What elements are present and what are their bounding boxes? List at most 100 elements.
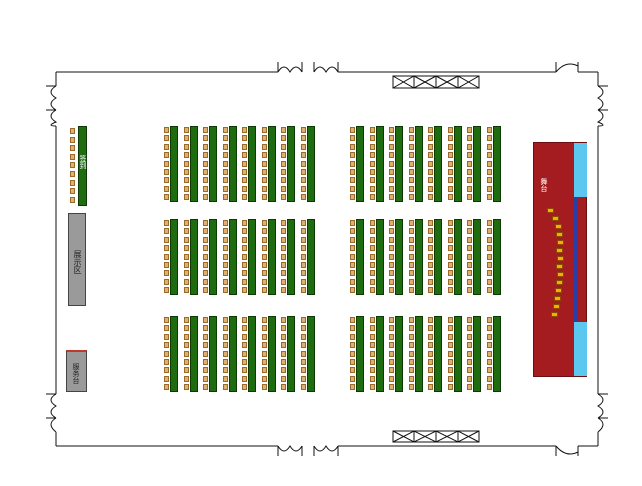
- chair: [389, 169, 394, 175]
- chair: [467, 152, 472, 159]
- chair: [389, 384, 394, 391]
- chair: [164, 160, 169, 167]
- table: [170, 126, 178, 202]
- chair: [164, 325, 169, 332]
- chair: [389, 342, 394, 349]
- chair: [242, 270, 247, 277]
- exhibit-area: [68, 213, 86, 306]
- chair: [261, 194, 267, 201]
- chair: [281, 375, 286, 382]
- chair: [369, 287, 375, 294]
- chair: [389, 194, 394, 201]
- chair: [369, 177, 375, 184]
- chair: [164, 194, 169, 201]
- chair: [261, 262, 267, 268]
- chair: [261, 270, 267, 277]
- chair: [222, 228, 228, 235]
- chair: [486, 236, 492, 243]
- chair: [222, 245, 228, 252]
- chair: [369, 325, 375, 332]
- chair: [222, 135, 228, 142]
- chair: [261, 185, 267, 192]
- chair: [408, 152, 414, 159]
- chair: [389, 287, 394, 294]
- chair: [447, 127, 453, 133]
- chair: [467, 375, 472, 382]
- chair: [350, 325, 355, 332]
- chair: [408, 384, 414, 391]
- chair: [369, 359, 375, 365]
- chair: [389, 367, 394, 374]
- chair: [203, 152, 208, 159]
- chair: [164, 220, 169, 226]
- chair: [183, 367, 189, 374]
- chair: [389, 359, 394, 365]
- chair: [242, 367, 247, 374]
- chair: [486, 317, 492, 323]
- chair: [300, 185, 306, 192]
- chair: [183, 253, 189, 260]
- chair: [428, 317, 433, 323]
- chair: [447, 194, 453, 201]
- chair: [447, 367, 453, 374]
- chair: [369, 270, 375, 277]
- chair: [428, 350, 433, 357]
- chair: [242, 194, 247, 201]
- chair: [300, 177, 306, 184]
- table: [375, 126, 384, 202]
- chair: [222, 367, 228, 374]
- chair: [408, 317, 414, 323]
- chair: [281, 160, 286, 167]
- chair: [300, 135, 306, 142]
- chair: [222, 350, 228, 357]
- chair: [203, 169, 208, 175]
- chair: [300, 194, 306, 201]
- chair: [447, 185, 453, 192]
- chair: [467, 384, 472, 391]
- chair: [486, 135, 492, 142]
- chair: [447, 262, 453, 268]
- stage-chair: [556, 264, 563, 269]
- chair: [300, 359, 306, 365]
- chair: [242, 325, 247, 332]
- chair: [261, 350, 267, 357]
- chair: [447, 342, 453, 349]
- chair: [164, 384, 169, 391]
- chair: [281, 143, 286, 150]
- table: [356, 126, 364, 202]
- chair: [350, 169, 355, 175]
- chair: [389, 262, 394, 268]
- table: [453, 126, 462, 202]
- chair: [389, 143, 394, 150]
- chair: [369, 143, 375, 150]
- chair: [467, 350, 472, 357]
- chair: [447, 236, 453, 243]
- chair: [408, 367, 414, 374]
- chair: [369, 367, 375, 374]
- chair: [261, 359, 267, 365]
- chair: [281, 342, 286, 349]
- chair: [467, 143, 472, 150]
- chair: [203, 287, 208, 294]
- chair: [369, 220, 375, 226]
- chair: [428, 375, 433, 382]
- chair: [486, 185, 492, 192]
- chair: [447, 152, 453, 159]
- chair: [164, 317, 169, 323]
- chair: [408, 236, 414, 243]
- chair: [428, 177, 433, 184]
- chair: [447, 270, 453, 277]
- chair: [261, 228, 267, 235]
- chair: [261, 367, 267, 374]
- chair: [242, 342, 247, 349]
- chair: [203, 325, 208, 332]
- chair: [389, 160, 394, 167]
- chair: [408, 262, 414, 268]
- chair: [281, 177, 286, 184]
- chair: [369, 342, 375, 349]
- chair: [389, 135, 394, 142]
- chair: [222, 287, 228, 294]
- chair: [300, 160, 306, 167]
- chair: [369, 160, 375, 167]
